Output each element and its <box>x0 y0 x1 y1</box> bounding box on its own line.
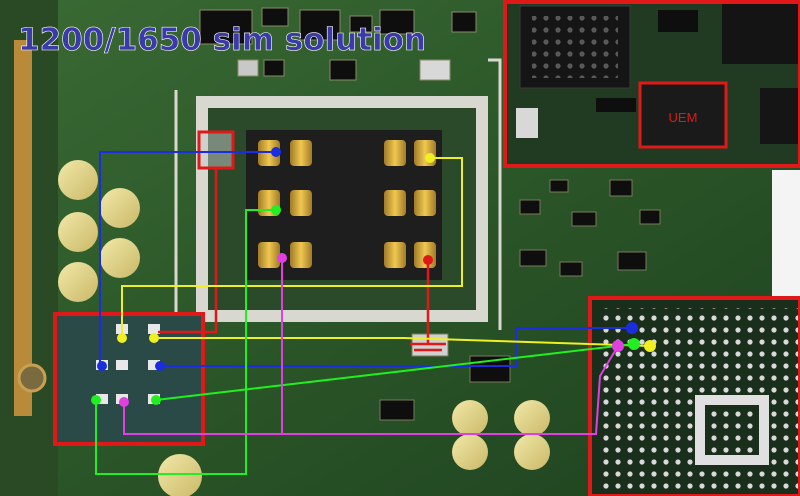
sim-connector <box>196 96 488 322</box>
wire-green <box>95 209 635 475</box>
sim-ic-inset <box>53 312 205 446</box>
uem-inset: UEM <box>503 0 800 168</box>
uem-inset-frame <box>503 0 800 168</box>
smd-components-top <box>199 7 477 81</box>
uem-chip-highlight <box>638 81 728 149</box>
board-traces <box>174 58 502 330</box>
left-contact-pads <box>58 160 140 302</box>
sim-ic-inset-frame <box>53 312 205 446</box>
uem-chip <box>640 83 726 147</box>
small-component <box>199 132 233 168</box>
bottom-pads <box>158 400 550 496</box>
uem-label: UEM <box>669 110 698 125</box>
mounting-hole <box>17 363 47 393</box>
wire-yellow <box>121 157 651 347</box>
wire-red <box>158 168 446 352</box>
wire-endpoints <box>91 147 656 407</box>
bga-inset-frame <box>588 296 800 496</box>
wire-magenta <box>123 258 619 435</box>
jumper-wires <box>95 151 651 475</box>
right-edge-strip <box>772 170 800 296</box>
page-title: 1200/1650 sim solution <box>18 22 426 58</box>
gold-frame-strip <box>14 40 32 416</box>
